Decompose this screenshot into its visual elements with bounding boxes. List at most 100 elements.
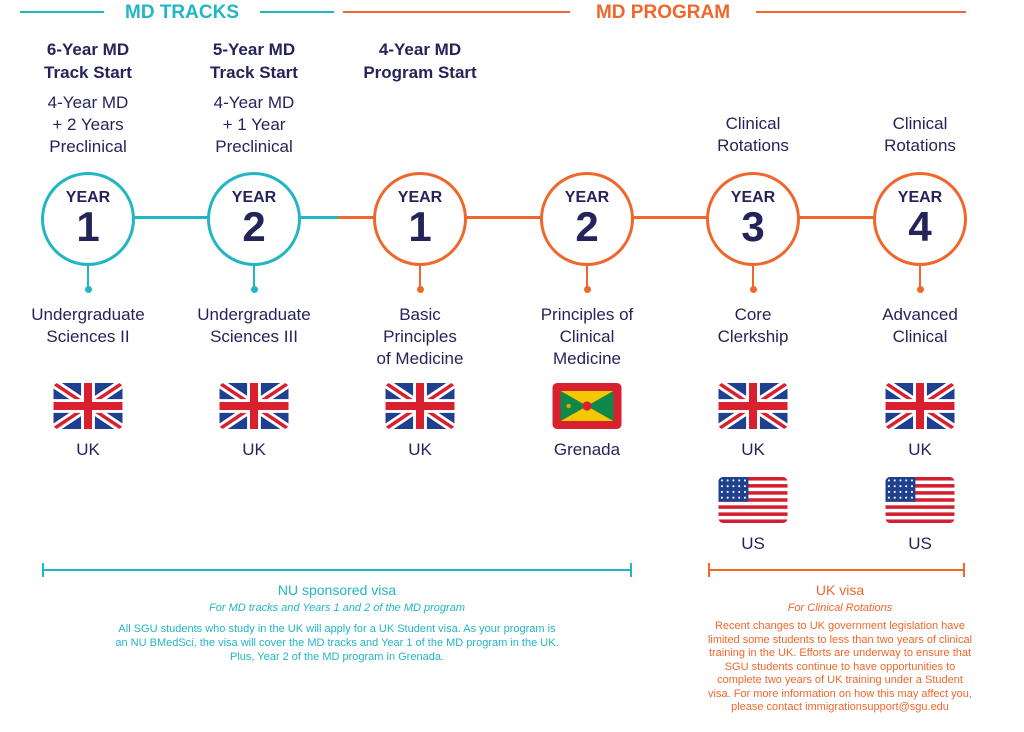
uk-visa-text: visa. For more information on how this m… [708,687,972,700]
title-line: Track Start [44,63,132,82]
uk-flag-icon [219,383,289,429]
uk-visa-text: limited some students to less than two y… [707,633,973,646]
uk-visa-bracket [708,569,965,571]
bracket-end [42,563,44,577]
course-line: Medicine [552,349,622,368]
bracket-end [963,563,965,577]
uk-visa-text: complete two years of UK training under … [717,674,963,686]
subtitle-line: 4-Year MD [47,93,129,112]
uk-flag-icon [885,383,955,429]
connector-stem [752,263,754,289]
course-line: Basic [399,305,441,324]
country-label: UK [408,440,432,459]
us-flag-icon [885,477,955,523]
year-number: 1 [408,203,432,250]
country-label: UK [741,440,765,459]
course-line: Advanced [882,305,958,324]
connector-stem [919,263,921,289]
course-line: Undergraduate [197,305,311,324]
md-program-heading: MD PROGRAM [570,2,756,24]
country-label: Grenada [553,440,621,459]
year-label: YEAR [65,189,111,206]
country-label: UK [76,440,100,459]
bracket-end [630,563,632,577]
country-label: US [741,534,765,553]
year-label: YEAR [564,189,610,206]
nu-visa-title: NU sponsored visa [277,582,397,598]
course-line: Clerkship [717,327,789,346]
subtitle-line: Rotations [717,136,789,155]
subtitle-line: Clinical [725,114,781,133]
uk-visa-info: UK visa For Clinical Rotations Recent ch… [670,582,1010,715]
connector-dot [749,286,757,293]
connector-dot [84,286,92,293]
nu-visa-bracket [42,569,632,571]
uk-visa-title: UK visa [815,582,865,598]
us-flag-icon [718,477,788,523]
connector-stem [87,263,89,289]
year-number: 3 [741,203,765,250]
country-label: UK [242,440,266,459]
subtitle-line: + 2 Years [52,115,124,134]
connector-dot [250,286,258,293]
connector-dot [916,286,924,293]
subtitle-line: Preclinical [215,137,293,156]
uk-visa-text: please contact immigrationsupport@sgu.ed… [731,701,949,713]
course-line: Sciences II [46,327,130,346]
year-number: 4 [908,203,932,250]
subtitle-line: Preclinical [49,137,127,156]
nu-visa-text: Plus, Year 2 of the MD program in Grenad… [229,651,444,663]
subtitle-line: Rotations [884,136,956,155]
course-line: Principles of [540,305,634,324]
nu-visa-text: All SGU students who study in the UK wil… [118,623,556,635]
course-line: Core [734,305,772,324]
nu-visa-info: NU sponsored visa For MD tracks and Year… [40,582,634,664]
course-line: Sciences III [210,327,298,346]
title-line: 6-Year MD [46,40,130,59]
uk-visa-text: SGU students continue to have opportunit… [724,660,956,673]
country-label: US [908,534,932,553]
connector-dot [583,286,591,293]
nu-visa-text: an NU BMedSci, the visa will cover the M… [115,637,559,649]
course-line: Principles [383,327,457,346]
course-line: Clinical [559,327,615,346]
year-number: 2 [575,203,599,250]
subtitle-line: + 1 Year [222,115,286,134]
subtitle-line: Clinical [892,114,948,133]
uk-flag-icon [718,383,788,429]
track-start-title: 5-Year MD Track Start [171,38,337,84]
uk-visa-text: Recent changes to UK government legislat… [714,620,966,632]
subtitle-line: 4-Year MD [213,93,295,112]
year-number: 1 [76,203,100,250]
year-label: YEAR [730,189,776,206]
connector-stem [586,263,588,289]
title-line: 5-Year MD [212,40,296,59]
country-label: UK [908,440,932,459]
year-label: YEAR [897,189,943,206]
year-number: 2 [242,203,266,250]
course-line: of Medicine [376,349,464,368]
grenada-flag-icon [552,383,622,429]
connector-stem [419,263,421,289]
uk-visa-text: training in the UK. Efforts are underway… [708,647,972,659]
title-line: 4-Year MD [378,40,462,59]
year-label: YEAR [397,189,443,206]
course-line: Clinical [892,327,948,346]
title-line: Track Start [210,63,298,82]
track-start-title: 6-Year MD Track Start [5,38,171,84]
year-label: YEAR [231,189,277,206]
connector-stem [253,263,255,289]
